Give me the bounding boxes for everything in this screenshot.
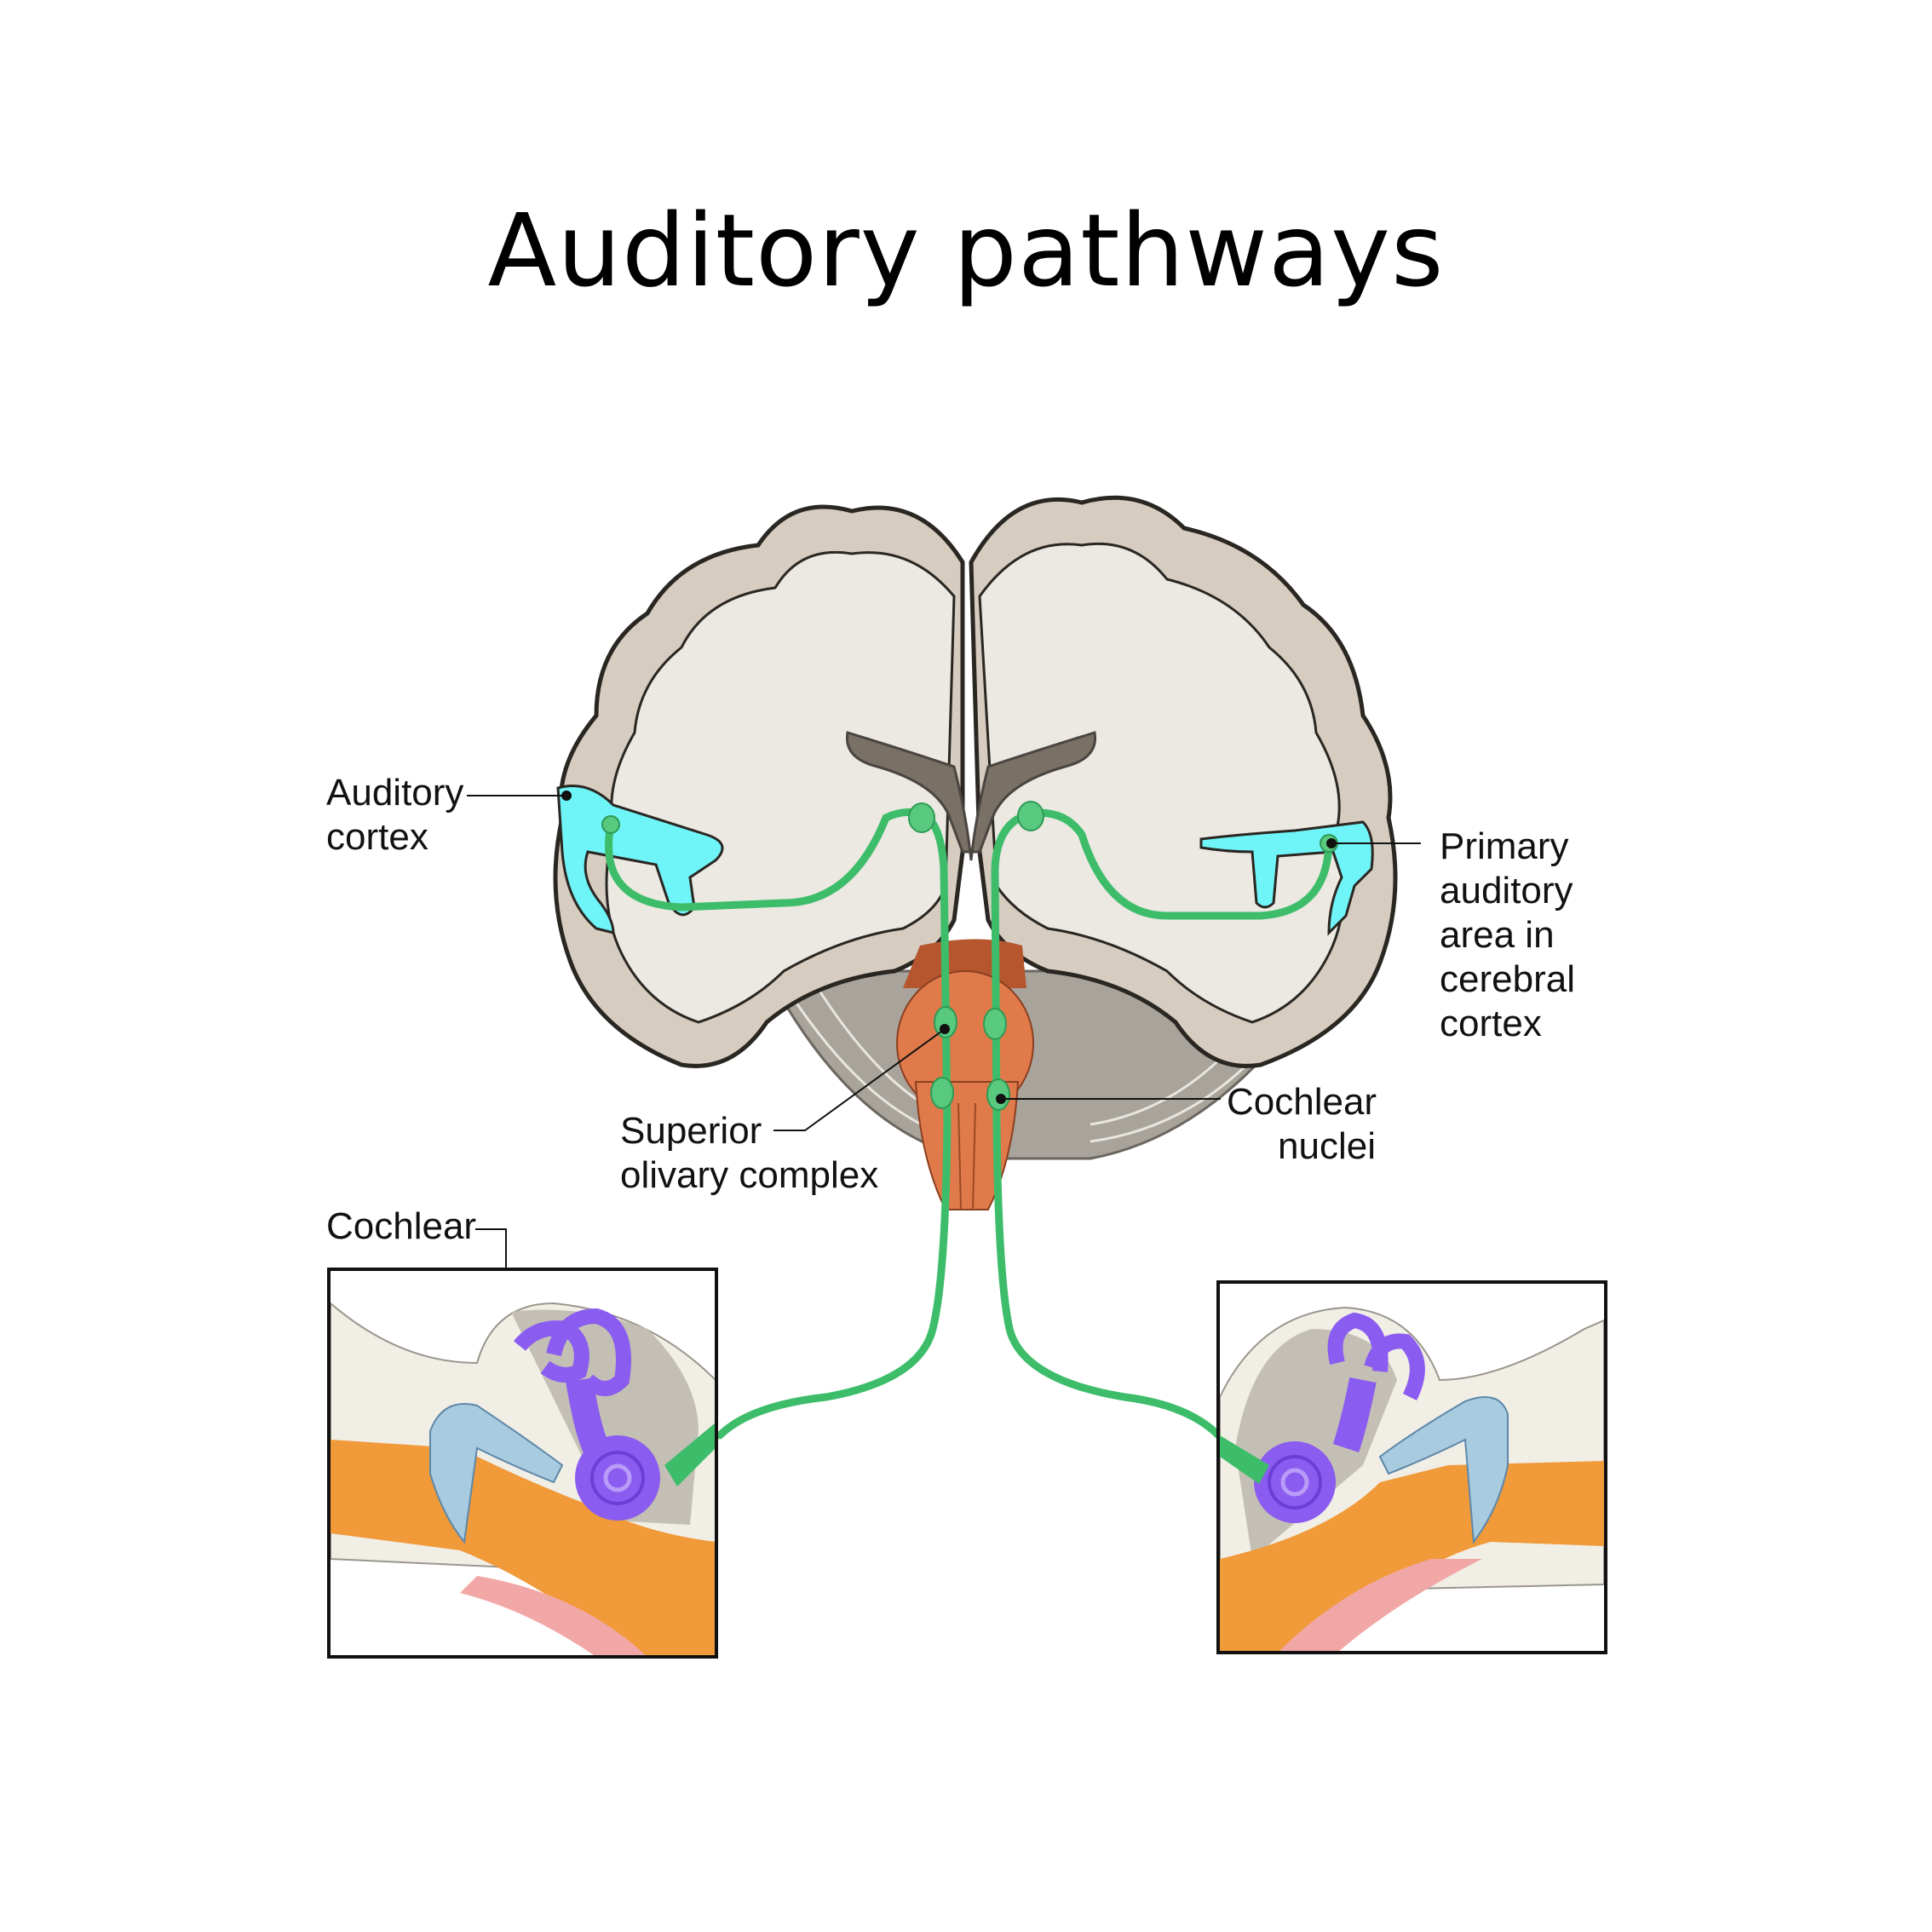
left-cochlea [513,1308,660,1521]
left-auditory-cortex-region [556,785,724,934]
right-superior-olivary-nucleus [983,1008,1007,1040]
left-cortical-tract [605,808,926,911]
right-auditory-nerve-end [1220,1435,1269,1484]
left-cochlear-nucleus [930,1077,954,1109]
right-cortical-tract [1026,808,1333,920]
label-primary-auditory-area: Primary auditory area in cerebral cortex [1440,825,1575,1044]
brainstem [896,939,1034,1210]
left-ear-inset [327,1268,718,1659]
right-eardrum-ossicles [1378,1396,1509,1544]
left-ascending-tract [716,809,952,1440]
right-cochlea [1254,1312,1425,1523]
right-ear-inset [1216,1280,1607,1654]
lateral-ventricles [845,731,1097,861]
left-thalamic-nucleus [908,802,935,833]
label-auditory-cortex: Auditory cortex [326,772,464,858]
label-superior-olivary-complex: Superior olivary complex [620,1110,879,1196]
left-auditory-nerve-end [664,1423,715,1486]
diagram-title: Auditory pathways [487,192,1445,309]
auditory-nerve-pathways [605,808,1333,1444]
left-ear-canal [331,1440,715,1655]
left-eardrum-ossicles [429,1403,564,1544]
right-ear-canal [1220,1461,1604,1651]
superior-olivary-leader [773,1028,946,1131]
right-ascending-tract [991,809,1227,1444]
right-thalamic-nucleus [1017,801,1044,831]
label-cochlear-nuclei: Cochlear nuclei [1227,1081,1377,1167]
left-cortex-nucleus [601,815,620,834]
medulla [914,1081,1020,1210]
label-cochlear: Cochlear [326,1205,477,1247]
